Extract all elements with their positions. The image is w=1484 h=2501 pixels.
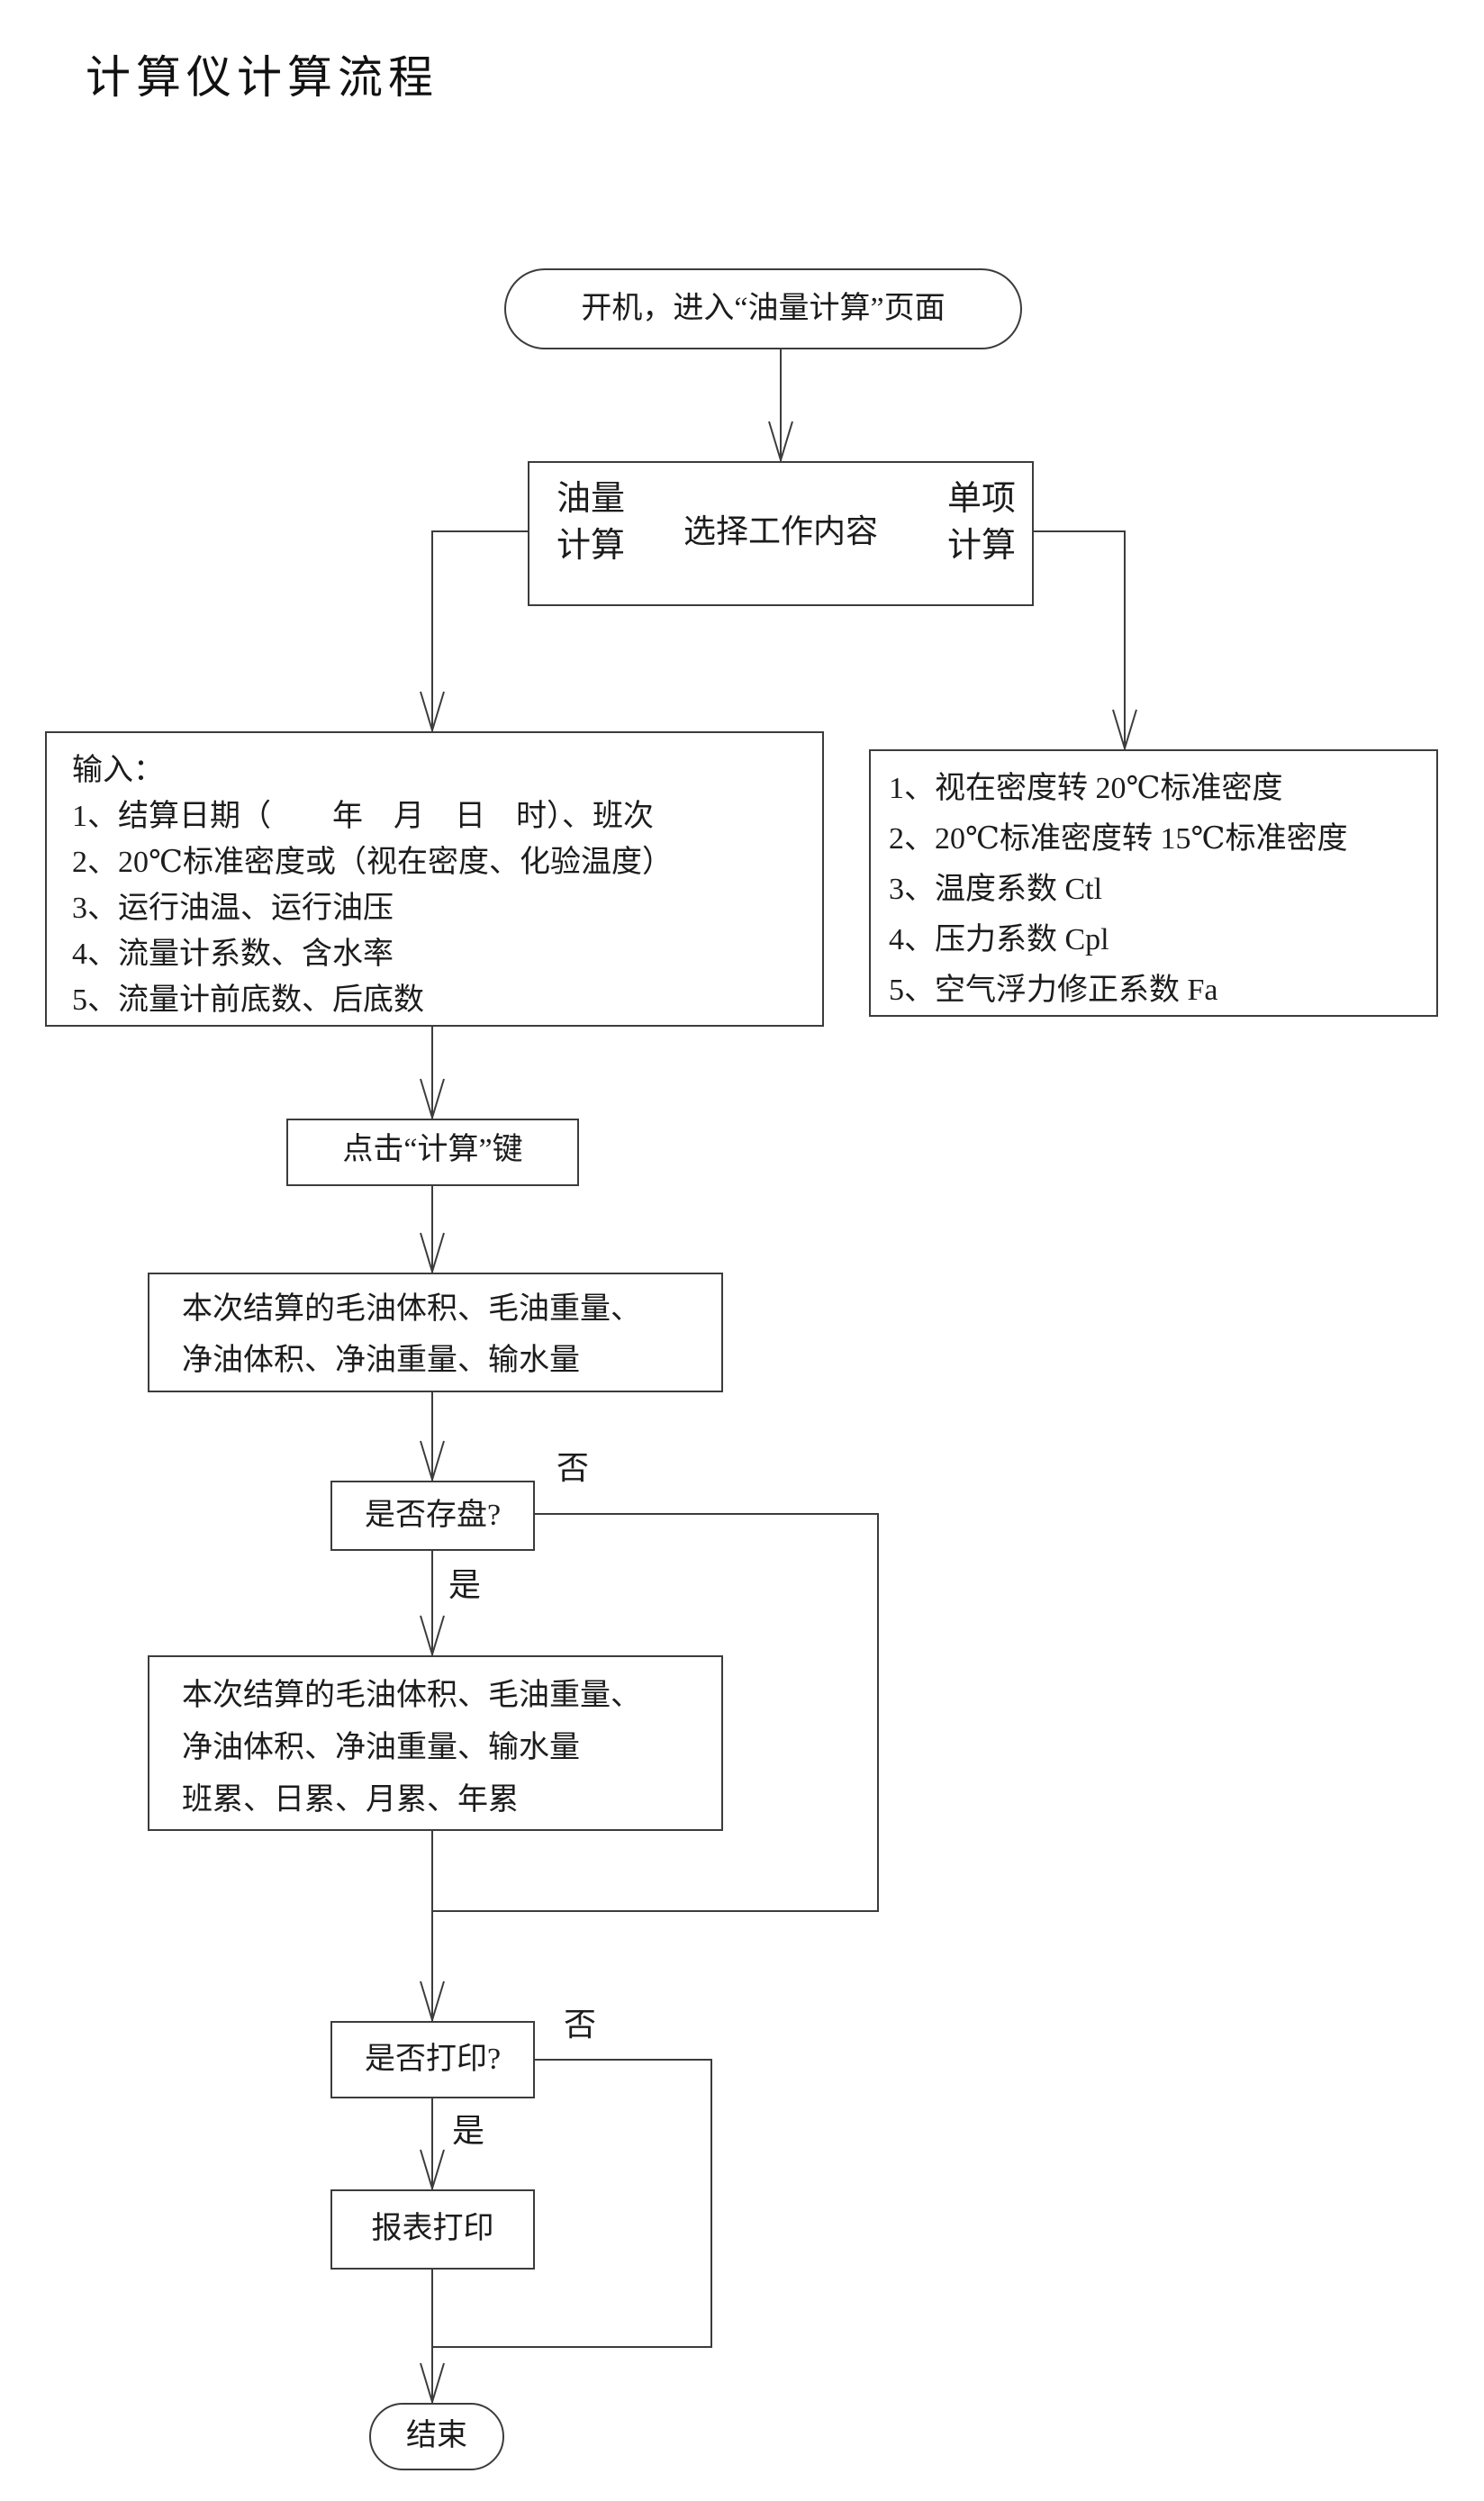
result-accumulate-line: 班累、日累、月累、年累 — [182, 1783, 519, 1817]
print-decision-label: 是否打印? — [364, 2042, 502, 2076]
page-title: 计算仪计算流程 — [86, 52, 439, 103]
print-yes-label: 是 — [452, 2113, 485, 2149]
print-decision-box: 是否打印? — [330, 2021, 535, 2098]
result-accumulate-line: 本次结算的毛油体积、毛油重量、 — [182, 1679, 641, 1712]
input-list-box: 输入： 1、结算日期（ 年 月 日 时）、班次 2、20℃标准密度或（视在密度、… — [45, 731, 824, 1027]
save-no-label: 否 — [556, 1450, 590, 1486]
print-no-label: 否 — [564, 2007, 597, 2043]
arrow-select-to-single — [1034, 530, 1137, 749]
arrow-save-yes-to-result2 — [420, 1551, 445, 1655]
single-line: 1、视在密度转 20℃标准密度 — [889, 772, 1283, 805]
report-print-box: 报表打印 — [330, 2189, 535, 2270]
line-print-no-loop — [432, 2059, 712, 2348]
arrow-click-to-result1 — [420, 1186, 445, 1273]
end-label: 结束 — [406, 2419, 467, 2453]
input-line: 输入： — [72, 754, 164, 787]
save-decision-box: 是否存盘? — [330, 1481, 535, 1551]
select-option-single-line2: 计算 — [946, 527, 1016, 565]
arrow-result1-to-save — [420, 1392, 445, 1481]
save-decision-label: 是否存盘? — [364, 1498, 502, 1532]
start-terminator: 开机，进入“油量计算”页面 — [504, 268, 1022, 349]
start-label: 开机，进入“油量计算”页面 — [581, 291, 946, 325]
single-line: 5、空气浮力修正系数 Fa — [889, 974, 1218, 1007]
end-terminator: 结束 — [369, 2403, 504, 2470]
result-line: 净油体积、净油重量、输水量 — [182, 1344, 580, 1377]
arrow-report-to-end — [420, 2270, 445, 2403]
click-calculate-box: 点击“计算”键 — [286, 1119, 579, 1186]
input-line: 3、运行油温、运行油压 — [72, 892, 394, 925]
select-option-oil-line1: 油量 — [556, 480, 626, 518]
single-line: 3、温度系数 Ctl — [889, 873, 1103, 906]
single-line: 4、压力系数 Cpl — [889, 923, 1109, 956]
select-work-label: 选择工作内容 — [683, 513, 878, 549]
report-print-label: 报表打印 — [371, 2212, 494, 2246]
arrow-select-to-input — [420, 530, 528, 731]
arrow-input-to-click — [420, 1027, 445, 1119]
line-save-no-loop — [432, 1513, 879, 1912]
input-line: 4、流量计系数、含水率 — [72, 938, 394, 971]
result-accumulate-line: 净油体积、净油重量、输水量 — [182, 1731, 580, 1764]
arrow-result2-to-print — [420, 1831, 445, 2021]
select-option-single: 单项 计算 — [947, 476, 1016, 569]
input-line: 2、20℃标准密度或（视在密度、化验温度） — [72, 846, 674, 879]
select-work-box: 油量 计算 选择工作内容 单项 计算 — [528, 461, 1034, 606]
select-option-oil-line2: 计算 — [556, 527, 626, 565]
select-option-single-line1: 单项 — [946, 480, 1016, 518]
input-line: 1、结算日期（ 年 月 日 时）、班次 — [72, 800, 654, 833]
click-calculate-label: 点击“计算”键 — [342, 1133, 523, 1166]
arrow-print-yes-to-report — [420, 2098, 445, 2189]
result-box: 本次结算的毛油体积、毛油重量、 净油体积、净油重量、输水量 — [148, 1273, 723, 1392]
single-line: 2、20℃标准密度转 15℃标准密度 — [889, 822, 1348, 856]
arrow-start-to-select — [768, 349, 793, 461]
select-option-oil: 油量 计算 — [556, 476, 625, 569]
result-line: 本次结算的毛油体积、毛油重量、 — [182, 1292, 641, 1326]
result-accumulate-box: 本次结算的毛油体积、毛油重量、 净油体积、净油重量、输水量 班累、日累、月累、年… — [148, 1655, 723, 1831]
save-yes-label: 是 — [448, 1567, 482, 1603]
input-line: 5、流量计前底数、后底数 — [72, 983, 424, 1017]
single-calc-box: 1、视在密度转 20℃标准密度 2、20℃标准密度转 15℃标准密度 3、温度系… — [869, 749, 1438, 1017]
